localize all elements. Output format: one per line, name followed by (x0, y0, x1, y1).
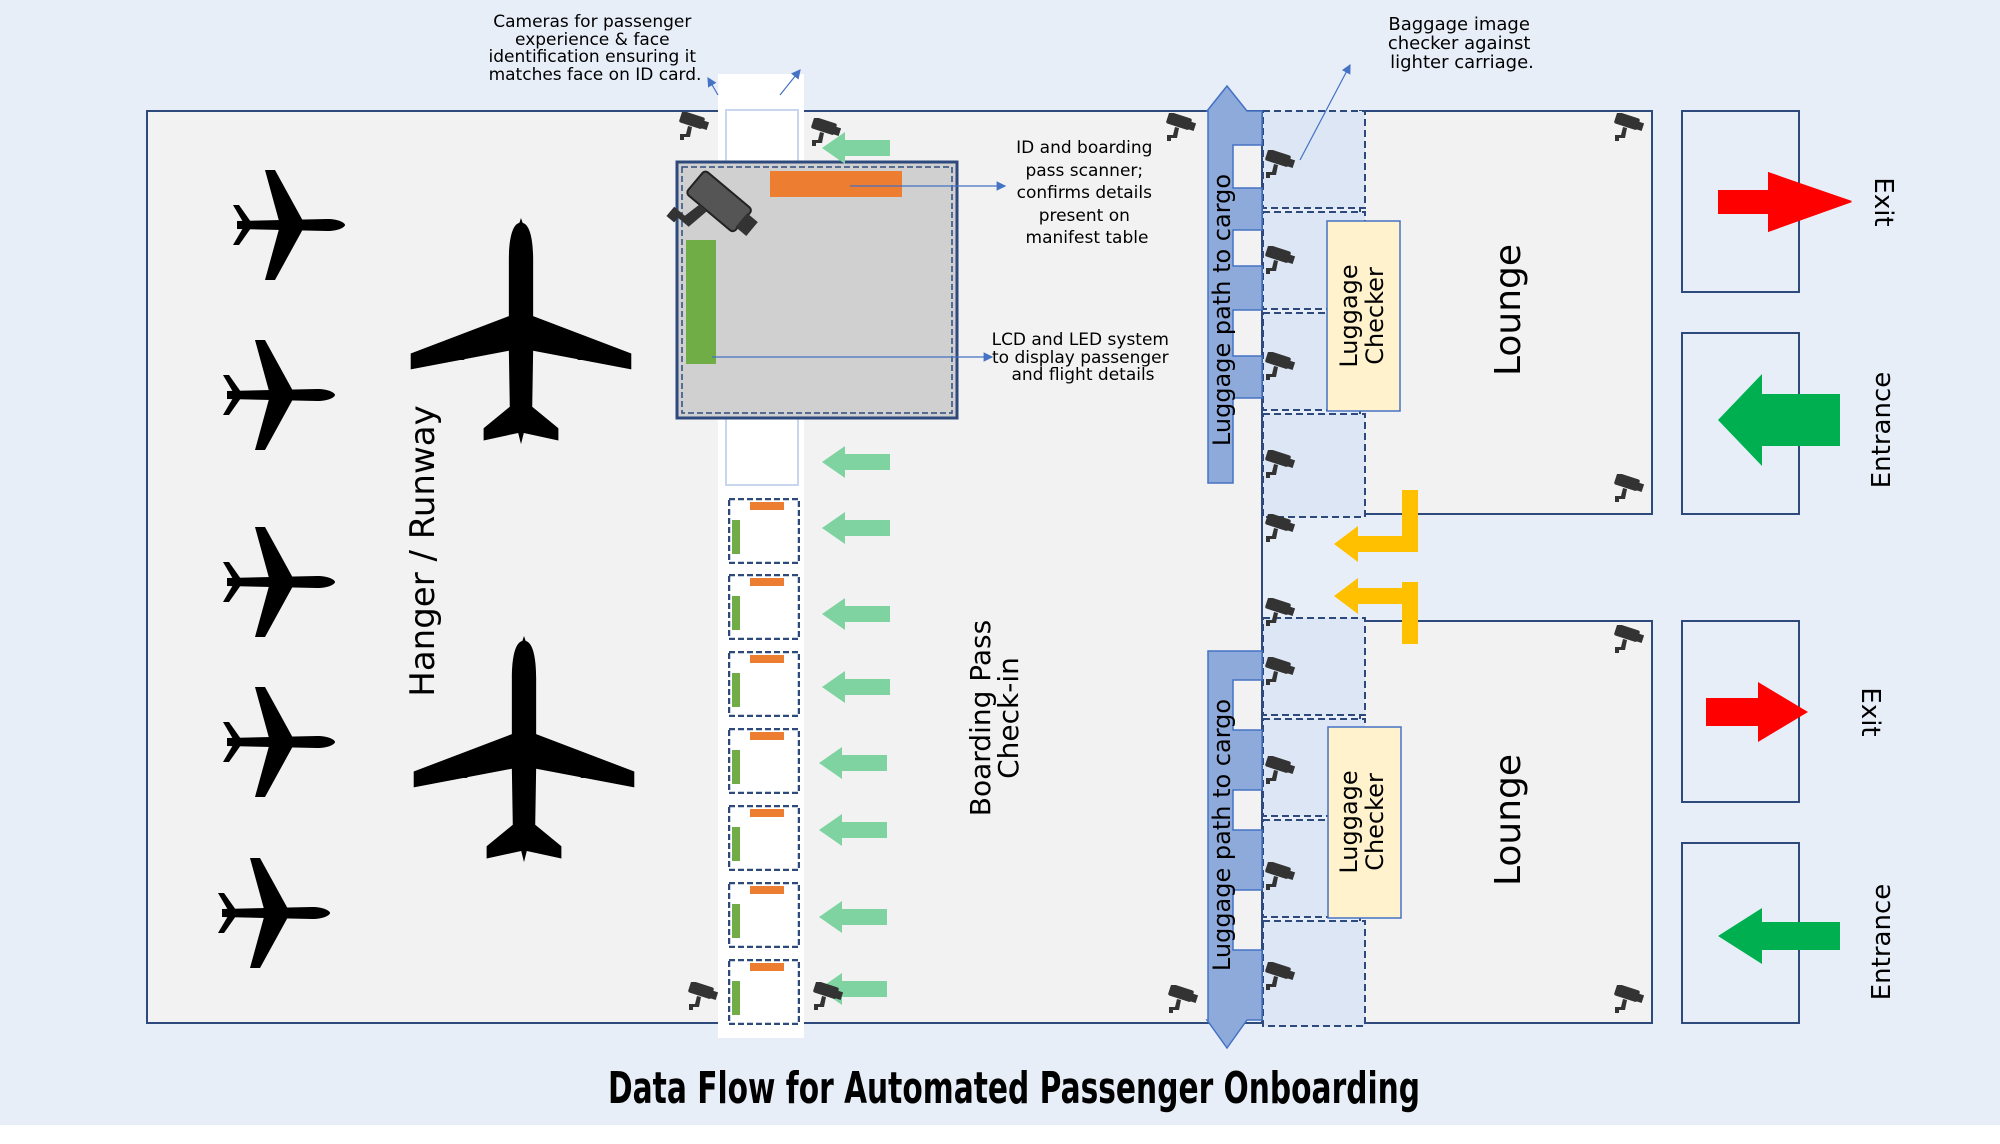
luggage-checker-bottom-label-2: Checker (1361, 773, 1389, 871)
kiosk-6 (728, 882, 800, 948)
entrance-arrow-icon-bottom (1718, 908, 1840, 964)
luggage-checker-top (1326, 220, 1401, 412)
luggage-checker-bottom (1327, 726, 1402, 919)
kiosk-row (728, 498, 800, 1025)
lounge-label-bottom: Lounge (1488, 754, 1529, 886)
queue-arrow-8 (819, 901, 887, 933)
entrance-label-bottom: Entrance (1867, 884, 1897, 1001)
exit-arrow-icon-top (1718, 172, 1852, 232)
merge-arrow-lower (1334, 578, 1418, 644)
camera-annotation: Cameras for passenger experience & face … (489, 12, 702, 85)
exit-label-bottom: Exit (1855, 687, 1885, 736)
queue-arrow-4 (822, 598, 890, 630)
luggage-path-label-top: Luggage path to cargo (1208, 174, 1236, 446)
queue-arrow-5 (822, 671, 890, 703)
luggage-checker-top-label-1: Luggage (1335, 264, 1363, 367)
lounge-bottom-room (1359, 620, 1653, 1024)
boarding-label-line1: Boarding Pass (964, 620, 997, 816)
lcd-display-panel (686, 240, 716, 364)
bottom-margin (0, 1125, 2000, 1144)
lcd-annotation: LCD and LED system to display passenger … (992, 330, 1175, 385)
kiosk-4 (728, 728, 800, 794)
id-scanner-panel (770, 171, 902, 197)
lounge-label-top: Lounge (1488, 244, 1529, 376)
queue-arrow-7 (819, 814, 887, 846)
boarding-label-line2: Check-in (992, 657, 1025, 779)
kiosk-2 (728, 574, 800, 640)
queue-arrow-3 (822, 512, 890, 544)
exit-label-top: Exit (1868, 177, 1898, 226)
luggage-checker-bottom-label-1: Luggage (1335, 770, 1363, 873)
kiosk-1 (728, 498, 800, 564)
kiosk-3 (728, 651, 800, 717)
kiosk-camera-icon (666, 170, 758, 236)
camera-annotation-leader (707, 76, 719, 96)
scanner-annotation: ID and boarding pass scanner; confirms d… (1016, 138, 1158, 248)
queue-arrow-6 (819, 747, 887, 779)
merge-arrow-upper (1334, 490, 1418, 562)
luggage-checker-top-label-2: Checker (1361, 267, 1389, 365)
entrance-arrow-icon-top (1718, 374, 1840, 466)
baggage-annotation: Baggage image checker against lighter ca… (1388, 14, 1536, 73)
exit-arrow-icon-bottom (1706, 682, 1808, 742)
entrance-label-top: Entrance (1867, 372, 1897, 489)
lounge-top-room (1359, 110, 1653, 515)
diagram-title: Data Flow for Automated Passenger Onboar… (608, 1063, 1420, 1114)
queue-arrow-2 (822, 446, 890, 478)
kiosk-7 (728, 959, 800, 1025)
luggage-path-top (1205, 84, 1263, 484)
luggage-path-label-bottom: Luggage path to cargo (1208, 699, 1236, 971)
runway-label: Hanger / Runway (403, 405, 443, 696)
queue-arrow-1 (822, 132, 890, 164)
baggage-annotation-leader (1299, 63, 1351, 161)
queue-arrows (819, 132, 890, 1005)
luggage-path-bottom (1205, 650, 1263, 1050)
kiosk-5 (728, 805, 800, 871)
